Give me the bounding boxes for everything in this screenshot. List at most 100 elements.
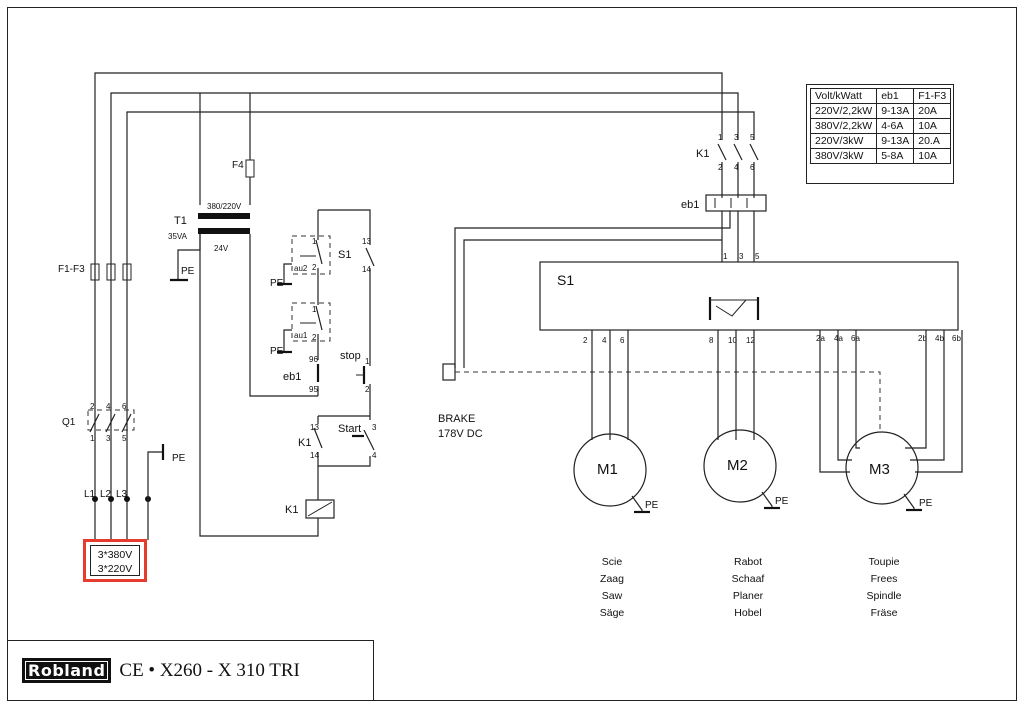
wire-brake-1 xyxy=(454,211,731,368)
svg-text:3: 3 xyxy=(734,133,739,142)
svg-text:8: 8 xyxy=(709,336,714,345)
wire-l1 xyxy=(94,72,723,540)
svg-text:2: 2 xyxy=(312,333,317,342)
fuse-f3 xyxy=(122,263,132,281)
wire-control-top xyxy=(318,209,371,240)
svg-text:4: 4 xyxy=(602,336,607,345)
wire-pe-main xyxy=(147,451,163,540)
svg-text:12: 12 xyxy=(746,336,755,345)
table-header-row: Volt/kWatt eb1 F1-F3 xyxy=(809,88,952,104)
label-s1-main: S1 xyxy=(557,272,574,288)
wire-au-series xyxy=(315,210,323,396)
svg-text:2a: 2a xyxy=(816,334,825,343)
au2-box xyxy=(291,235,331,275)
q1-switch-box xyxy=(87,409,135,431)
label-t1-rating: 35VA xyxy=(168,232,188,241)
spec-table-border xyxy=(806,84,954,184)
transformer-primary xyxy=(198,213,250,219)
label-t1: T1 xyxy=(174,215,187,227)
s1-main-switch xyxy=(539,261,959,331)
svg-text:2: 2 xyxy=(583,336,588,345)
wire-control-left xyxy=(249,234,318,397)
label-brake-voltage: 178V DC xyxy=(438,428,483,440)
svg-text:4b: 4b xyxy=(935,334,944,343)
svg-text:5: 5 xyxy=(122,434,127,443)
caption-m2: Rabot Schaaf Planer Hobel xyxy=(731,556,765,619)
au-actuators xyxy=(300,255,316,324)
svg-text:4: 4 xyxy=(734,163,739,172)
svg-text:3: 3 xyxy=(372,423,377,432)
svg-text:95: 95 xyxy=(309,385,318,394)
start-k1-circuit xyxy=(313,415,375,467)
label-f1f3: F1-F3 xyxy=(58,264,85,275)
label-eb1-relay: eb1 xyxy=(681,199,699,211)
model-title: CE • X260 - X 310 TRI xyxy=(119,659,300,681)
motor-m3 xyxy=(845,431,919,505)
svg-text:3: 3 xyxy=(106,434,111,443)
svg-text:2: 2 xyxy=(312,263,317,272)
svg-text:1: 1 xyxy=(312,305,317,314)
svg-text:3: 3 xyxy=(739,252,744,261)
label-m2: M2 xyxy=(727,457,748,474)
table-row: 220V/3kW 9-13A 20.A xyxy=(809,133,952,149)
label-au2: au2 xyxy=(294,264,308,273)
svg-text:1: 1 xyxy=(365,357,370,366)
label-pe-main: PE xyxy=(172,453,186,464)
label-l3: L3 xyxy=(116,489,128,500)
label-brake: BRAKE xyxy=(438,413,475,425)
svg-text:13: 13 xyxy=(310,423,319,432)
label-l2: L2 xyxy=(100,489,112,500)
label-au1: au1 xyxy=(294,331,308,340)
brake-symbol xyxy=(442,363,456,381)
motor-m1 xyxy=(573,433,647,507)
supply-voltage-box[interactable]: 3*380V 3*220V xyxy=(83,539,147,582)
title-block: Robland CE • X260 - X 310 TRI xyxy=(7,640,374,701)
k1-coil xyxy=(305,499,335,519)
wire-l3 xyxy=(126,111,755,540)
svg-text:2: 2 xyxy=(90,402,95,411)
svg-text:PE: PE xyxy=(919,498,933,509)
svg-text:PE: PE xyxy=(270,278,284,289)
wire-m1 xyxy=(591,330,629,440)
svg-text:PE: PE xyxy=(270,346,284,357)
table-row: 380V/2,2kW 4-6A 10A xyxy=(809,118,952,134)
label-s1-contact: S1 xyxy=(338,249,351,261)
label-k1-main: K1 xyxy=(696,148,709,160)
svg-text:13: 13 xyxy=(362,237,371,246)
q1-contacts xyxy=(89,413,132,433)
label-pe-t1: PE xyxy=(181,266,195,277)
svg-text:5: 5 xyxy=(750,133,755,142)
svg-text:1: 1 xyxy=(718,133,723,142)
svg-text:2b: 2b xyxy=(918,334,927,343)
svg-text:14: 14 xyxy=(362,265,371,274)
wire-m3-a xyxy=(819,330,860,473)
fuse-f4 xyxy=(245,159,255,178)
caption-m1: Scie Zaag Saw Säge xyxy=(599,556,625,619)
svg-text:6: 6 xyxy=(750,163,755,172)
label-t1-primary: 380/220V xyxy=(207,202,242,211)
supply-line-1: 3*380V xyxy=(97,549,133,561)
label-k1-coil: K1 xyxy=(285,504,298,516)
label-k1-hold: K1 xyxy=(298,437,311,449)
svg-text:14: 14 xyxy=(310,451,319,460)
wire-l2 xyxy=(110,92,739,540)
label-l1: L1 xyxy=(84,489,96,500)
eb1-relay xyxy=(705,194,767,212)
svg-text:4a: 4a xyxy=(834,334,843,343)
wire-brake-2 xyxy=(463,239,722,368)
au1-box xyxy=(291,302,331,342)
svg-text:4: 4 xyxy=(372,451,377,460)
fuse-f2 xyxy=(106,263,116,281)
svg-text:96: 96 xyxy=(309,355,318,364)
label-f4: F4 xyxy=(232,160,244,171)
svg-text:1: 1 xyxy=(723,252,728,261)
table-row: 220V/2,2kW 9-13A 20A xyxy=(809,103,952,119)
svg-text:6: 6 xyxy=(620,336,625,345)
transformer-secondary xyxy=(198,228,250,234)
svg-text:2: 2 xyxy=(718,163,723,172)
table-row: 380V/3kW 5-8A 10A xyxy=(809,148,952,164)
fuse-f1 xyxy=(90,263,100,281)
label-q1: Q1 xyxy=(62,417,76,428)
svg-text:6b: 6b xyxy=(952,334,961,343)
